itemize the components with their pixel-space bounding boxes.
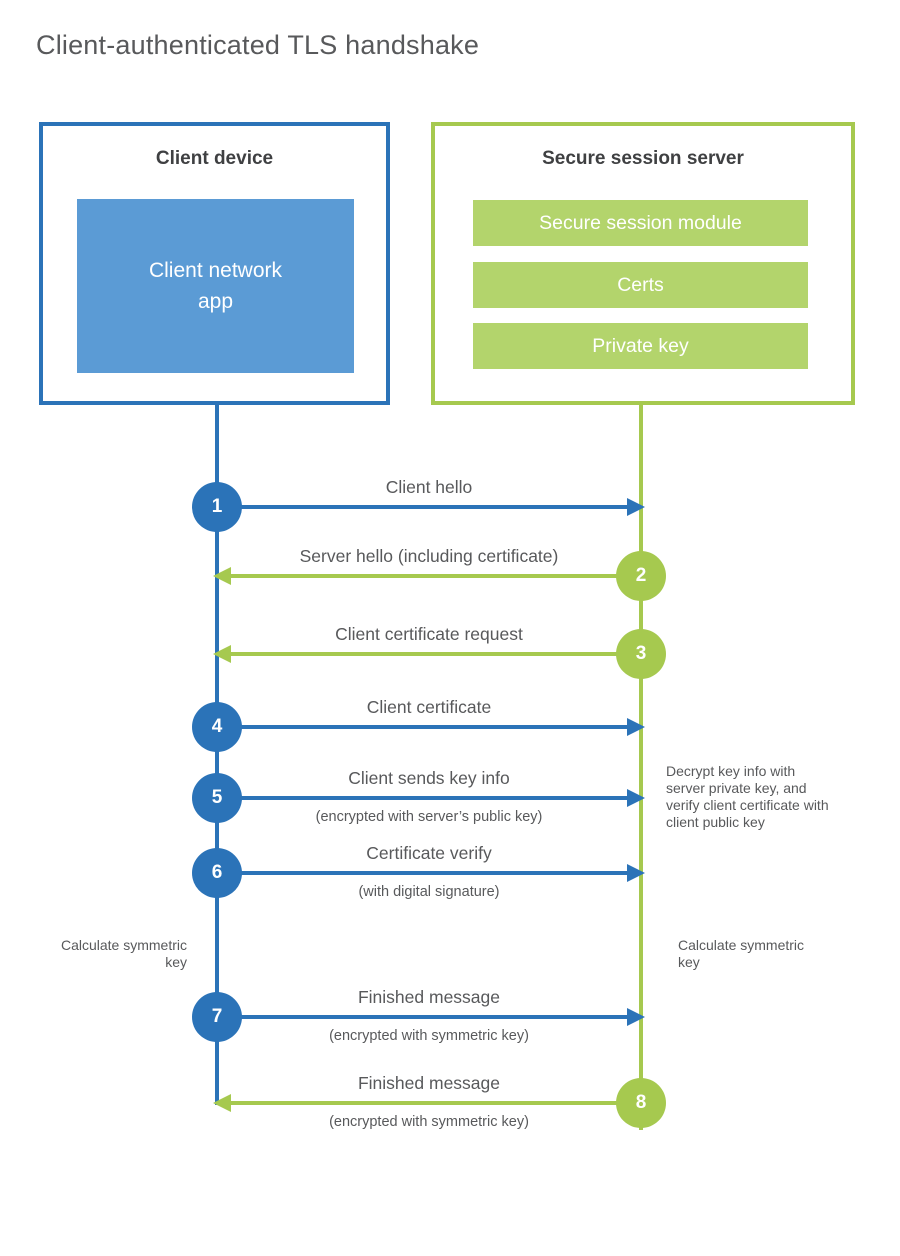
- client-device-box: Client device Client network app: [39, 122, 390, 405]
- step-4-label: Client certificate: [366, 697, 492, 717]
- step-4-arrowhead-icon: [627, 718, 645, 736]
- step-8-arrowhead-icon: [213, 1094, 231, 1112]
- step-3-label: Client certificate request: [335, 624, 523, 644]
- step-4-arrow: [217, 725, 629, 729]
- step-5-arrowhead-icon: [627, 789, 645, 807]
- step-6-arrow: [217, 871, 629, 875]
- server-module-certs: Certs: [473, 262, 808, 308]
- step-8-label: Finished message: [357, 1073, 501, 1093]
- step-7-arrowhead-icon: [627, 1008, 645, 1026]
- step-4-circle: 4: [192, 702, 242, 752]
- step-7-label: Finished message: [357, 987, 501, 1007]
- step-5-label: Client sends key info: [348, 768, 510, 788]
- calculate-symmetric-key-note-client: Calculate symmetric key: [60, 937, 187, 970]
- secure-session-server-title: Secure session server: [542, 148, 744, 169]
- server-module-secure-session-module: Secure session module: [473, 200, 808, 246]
- step-2-arrowhead-icon: [213, 567, 231, 585]
- step-2-circle: 2: [616, 551, 666, 601]
- decrypt-key-note: Decrypt key info with server private key…: [666, 763, 829, 830]
- step-5-circle: 5: [192, 773, 242, 823]
- step-8-arrow: [229, 1101, 641, 1105]
- step-1-arrowhead-icon: [627, 498, 645, 516]
- step-6-label: Certificate verify: [366, 843, 492, 863]
- step-1-circle: 1: [192, 482, 242, 532]
- server-lifeline: [639, 404, 643, 1130]
- step-7-arrow: [217, 1015, 629, 1019]
- step-1-label: Client hello: [385, 477, 473, 497]
- step-5-sublabel: (encrypted with server’s public key): [315, 809, 543, 825]
- step-7-circle: 7: [192, 992, 242, 1042]
- calculate-symmetric-key-note-server: Calculate symmetric key: [678, 937, 805, 970]
- step-8-sublabel: (encrypted with symmetric key): [329, 1114, 529, 1130]
- step-2-label: Server hello (including certificate): [299, 546, 559, 566]
- client-lifeline: [215, 404, 219, 1105]
- step-8-circle: 8: [616, 1078, 666, 1128]
- secure-session-server-box: Secure session server Secure session mod…: [431, 122, 855, 405]
- step-6-sublabel: (with digital signature): [358, 884, 500, 900]
- server-module-private-key: Private key: [473, 323, 808, 369]
- step-3-arrowhead-icon: [213, 645, 231, 663]
- step-1-arrow: [217, 505, 629, 509]
- page-title: Client-authenticated TLS handshake: [36, 30, 480, 60]
- step-3-arrow: [229, 652, 641, 656]
- step-2-arrow: [229, 574, 641, 578]
- client-device-title: Client device: [155, 148, 274, 169]
- step-7-sublabel: (encrypted with symmetric key): [329, 1028, 529, 1044]
- step-6-circle: 6: [192, 848, 242, 898]
- step-3-circle: 3: [616, 629, 666, 679]
- client-network-app-box: Client network app: [77, 199, 354, 373]
- step-6-arrowhead-icon: [627, 864, 645, 882]
- step-5-arrow: [217, 796, 629, 800]
